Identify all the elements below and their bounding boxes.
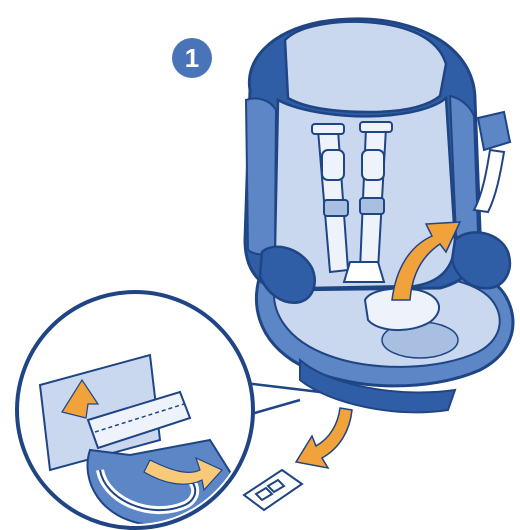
- crotch-buckle: [344, 262, 384, 282]
- down-arrow-icon: [296, 408, 352, 468]
- headrest: [285, 22, 446, 112]
- belt-guide-clip: [478, 112, 510, 150]
- seat-cover-clip-icon: [244, 470, 302, 510]
- left-wing: [246, 98, 276, 254]
- left-strap-slot: [312, 124, 344, 134]
- belt-guide: [474, 112, 510, 212]
- right-shoulder-pad: [362, 150, 384, 180]
- right-strap-slot: [360, 122, 392, 132]
- car-seat: [245, 19, 513, 412]
- right-wing: [450, 96, 478, 238]
- left-shoulder-pad: [322, 150, 344, 180]
- step-number-badge: 1: [172, 38, 212, 78]
- left-buckle-tongue: [324, 200, 348, 216]
- right-buckle-tongue: [360, 198, 384, 214]
